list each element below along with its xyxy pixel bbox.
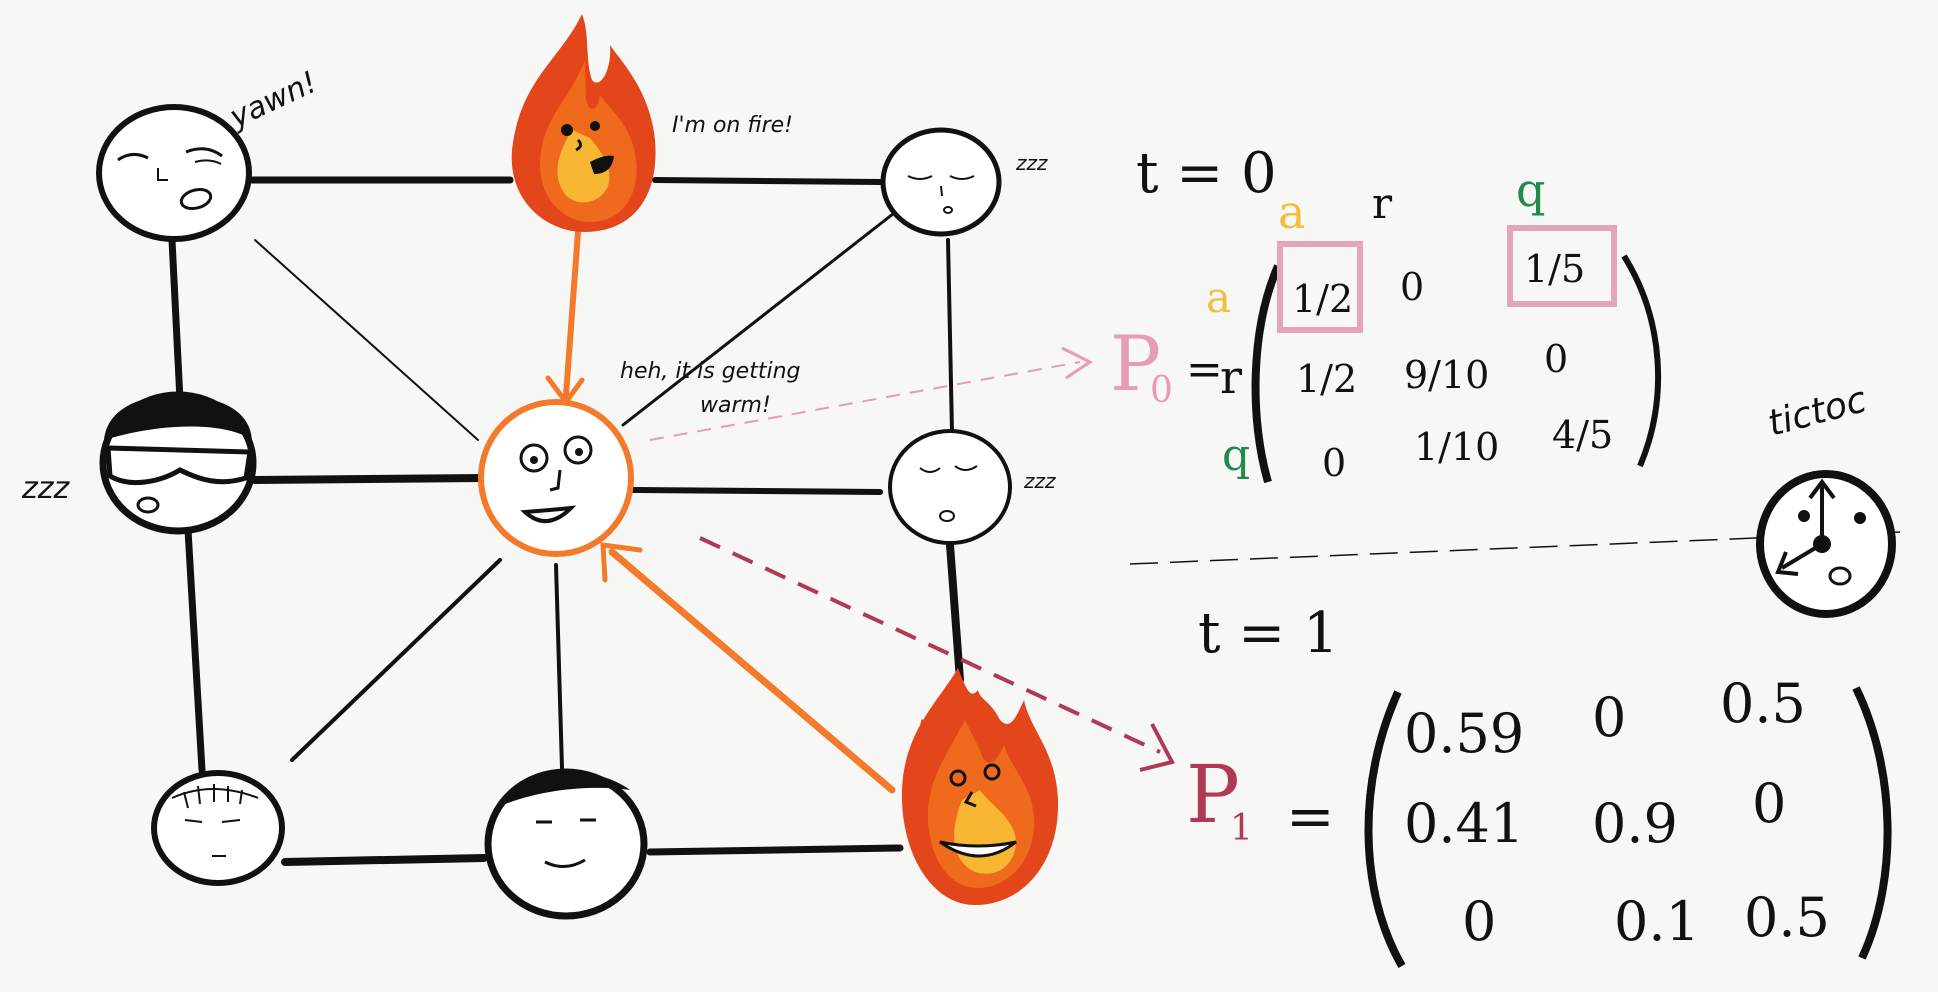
p1-cell-2-1: 0.1 [1614, 890, 1700, 953]
face-icon-sleepy-top [880, 127, 1002, 237]
edge-sleepy-center [621, 208, 900, 427]
p0-cell-0-2: 1/5 [1524, 247, 1585, 291]
p1-cell-1-1: 0.9 [1592, 792, 1678, 855]
t1-label: t = 1 [1198, 601, 1339, 666]
graph-edges [168, 176, 964, 866]
p1-cell-2-0: 0 [1462, 890, 1496, 953]
p1-cell-0-2: 0.5 [1720, 672, 1806, 735]
edge-yawn-glasses [168, 236, 184, 404]
t0-label: t = 0 [1136, 141, 1277, 206]
col-label-a: a [1278, 185, 1305, 239]
warm-text-line1: heh, it is getting [620, 359, 801, 384]
zzz-top-text: zzz [1015, 151, 1048, 175]
edge-center-bottommid [554, 563, 564, 770]
p1-cell-1-2: 0 [1752, 772, 1786, 835]
edge-right-fire2 [946, 541, 964, 684]
arrow-fire-to-center [563, 229, 581, 398]
p0-cell-1-0: 1/2 [1296, 357, 1357, 401]
row-label-q: q [1222, 430, 1250, 481]
p0-cell-2-1: 1/10 [1414, 425, 1499, 469]
face-icon-bottom-left [151, 770, 285, 886]
clock-icon [1756, 470, 1896, 618]
col-label-r: r [1372, 179, 1393, 228]
edge-sleepy-right [946, 238, 954, 434]
p0-cell-1-2: 0 [1544, 337, 1568, 381]
yawn-text: yawn! [224, 65, 323, 136]
face-icon-yawning [96, 104, 252, 242]
face-icon-center-worried [478, 399, 634, 557]
p0-cell-2-0: 0 [1322, 441, 1346, 485]
edge-yawn-center [254, 239, 479, 441]
edge-fire-sleepy [652, 177, 883, 185]
edge-center-glasses [251, 474, 489, 484]
p1-left-paren [1364, 690, 1406, 969]
warm-text-line2: warm! [700, 393, 771, 418]
p0-left-paren [1251, 264, 1282, 484]
arrow-fire2-to-center [608, 548, 896, 794]
edge-center-right [629, 487, 883, 495]
face-icon-sunglasses [99, 391, 257, 535]
edge-bottomleft-bottommid [281, 854, 488, 866]
edge-bottommid-fire2 [646, 844, 904, 856]
highlight-box-1 [1277, 241, 1363, 333]
p0-cell-0-0: 1/2 [1292, 277, 1353, 321]
p0-right-paren [1621, 254, 1662, 468]
p0-cell-2-2: 4/5 [1552, 413, 1613, 457]
edge-glasses-bottomleft [184, 526, 206, 774]
col-label-q: q [1516, 163, 1545, 217]
p1-right-paren [1852, 686, 1892, 960]
edge-center-bottomleft [290, 558, 502, 762]
p1-eq: = [1286, 782, 1335, 850]
p1-cell-0-1: 0 [1592, 686, 1626, 749]
row-label-r: r [1220, 350, 1242, 404]
pointer-to-p0 [649, 361, 1081, 441]
p1-cell-0-0: 0.59 [1404, 702, 1524, 765]
p1-cell-2-2: 0.5 [1744, 886, 1830, 949]
p0-eq: = [1186, 344, 1223, 395]
highlight-box-2 [1507, 225, 1617, 307]
p0-name: P [1110, 319, 1161, 408]
zzz-left-text: zzz [21, 471, 70, 506]
fire-icon-bottom [901, 668, 1059, 905]
p1-subscript: 1 [1230, 808, 1253, 849]
p0-cell-0-1: 0 [1400, 265, 1424, 309]
row-label-a: a [1206, 273, 1231, 322]
zzz-mid-text: zzz [1023, 469, 1056, 493]
p0-subscript: 0 [1150, 370, 1173, 411]
pointer-to-p1 [699, 536, 1161, 754]
face-icon-bottom-mid [484, 768, 648, 920]
tictoc-text: tictoc [1764, 379, 1871, 444]
on-fire-text: I'm on fire! [672, 113, 793, 138]
face-icon-sleepy-mid [888, 429, 1012, 545]
p1-name: P [1186, 748, 1240, 841]
p1-cell-1-0: 0.41 [1404, 792, 1524, 855]
fire-icon-top [511, 14, 656, 232]
p0-cell-1-1: 9/10 [1404, 353, 1489, 397]
